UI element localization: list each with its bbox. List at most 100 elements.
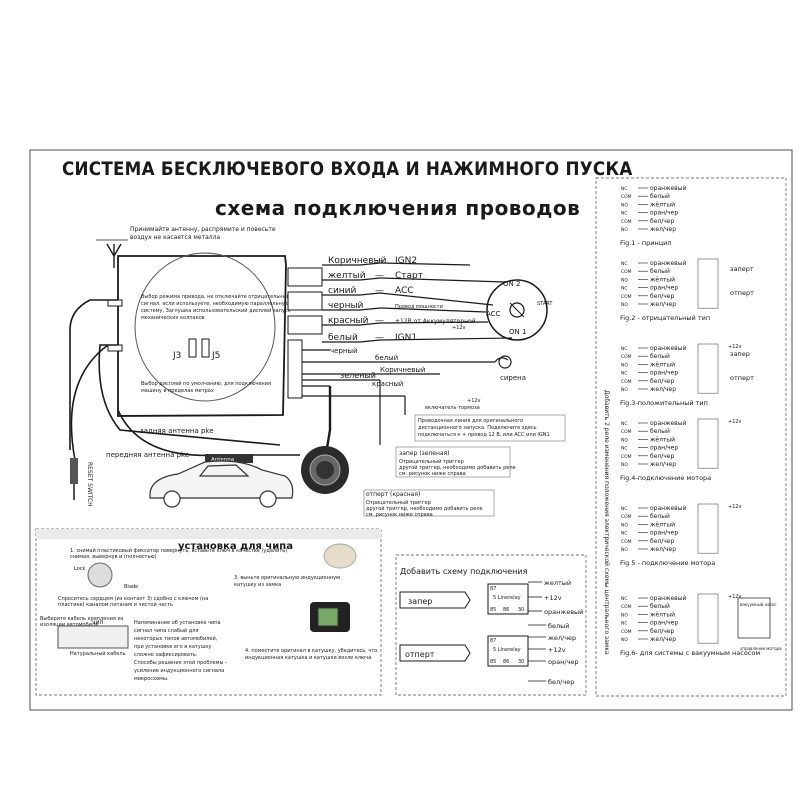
remote-start-note: Проводочная линия для оригинального дист…: [414, 414, 566, 442]
svg-text:Lock: Lock: [74, 566, 86, 572]
ign-start: START: [537, 301, 553, 307]
jumper-j5-label: J5: [211, 351, 220, 361]
relay-contact: COM: [621, 269, 632, 275]
ign-plus12: +12v: [452, 325, 466, 331]
relay-contact: COM: [621, 294, 632, 300]
antenna-icon: [96, 239, 128, 268]
pump-control-label: управление мотора: [740, 646, 782, 651]
relay-wire-color: оранжевый: [650, 420, 686, 427]
wire-target-label: IGN1: [395, 333, 417, 343]
relay-contact: NO: [621, 612, 628, 618]
wire-brown-lower: Коричневый: [380, 366, 425, 374]
relay-wire-label: бел/чер: [548, 678, 574, 686]
wire-line: [322, 262, 471, 266]
fig-lock-label: заперт: [730, 265, 754, 273]
relay-contact: COM: [621, 514, 632, 520]
fig-lock-label: запер: [730, 350, 750, 358]
relay-pin: 86: [503, 607, 509, 613]
relay-contact: NO: [621, 437, 628, 443]
relay-wire-color: белый: [650, 193, 670, 200]
relay-contact: NO: [621, 547, 628, 553]
relay-contact: COM: [621, 429, 632, 435]
relay-contact: NO: [621, 227, 628, 233]
relay-wire-color: белый: [650, 428, 670, 435]
relay-contact: NC: [621, 186, 628, 192]
relay-contact: NO: [621, 637, 628, 643]
relay-contact: COM: [621, 354, 632, 360]
relay-wire-color: жёлтый: [650, 436, 675, 443]
antenna-tag-icon: Antenna: [205, 454, 253, 463]
relay-wire-color: жел/чер: [650, 546, 676, 553]
svg-text:Проводочная линия для оригинал: Проводочная линия для оригинального дист…: [418, 418, 550, 438]
relay-contact: NC: [621, 346, 628, 352]
relay-wire-color: оранжевый: [650, 345, 686, 352]
relay-wire-color: жел/чер: [650, 301, 676, 308]
svg-text:Выберите кабель крепления из: Выберите кабель крепления из изоляции ав…: [40, 616, 125, 628]
wire-dash: —: [375, 286, 384, 296]
relay-wire-color: жел/чер: [650, 226, 676, 233]
svg-text:Напоминание об установке чипа: Напоминание об установке чипа сигнал чип…: [134, 620, 228, 682]
relay-wire-color: бел/чер: [650, 628, 674, 635]
relay-wire-color: бел/чер: [650, 218, 674, 225]
svg-text:отперт: отперт: [405, 650, 435, 659]
wire-target-label: Старт: [395, 271, 423, 281]
jumper-j3-label: J3: [172, 351, 181, 361]
svg-text:запер: запер: [408, 597, 432, 606]
svg-text:1. снимай пластиковый фиксатор: 1. снимай пластиковый фиксатор повернуть…: [70, 547, 289, 560]
wire-green-lower: зеленый: [340, 371, 376, 380]
relay-pin: 30: [518, 607, 524, 613]
relay-contact: NC: [621, 531, 628, 537]
relay-wire-label: желтый: [544, 579, 571, 587]
relay-contact: NC: [621, 446, 628, 452]
relay-wire-color: бел/чер: [650, 538, 674, 545]
siren-label: сирена: [500, 374, 526, 382]
chip-install-box: установка для чипа 1. снимай пластиковый…: [35, 528, 382, 696]
lock-trigger-note: запер (зеленая) Отрицательный триггер др…: [395, 446, 516, 478]
fig-caption: Fig 5 - подключение мотора: [620, 559, 715, 567]
relay-pin: 87: [490, 638, 496, 644]
relay-contact: NO: [621, 522, 628, 528]
relay-wire-color: оран/чер: [650, 285, 678, 292]
pump-label: вакуумный насос: [740, 602, 777, 607]
relay-wire-color: оран/чер: [650, 530, 678, 537]
relay-wire-label: оран/чер: [548, 658, 579, 666]
wire-color-label: желтый: [328, 271, 366, 281]
antenna-note: Принимайте антенну, распрямите и повесьт…: [130, 226, 277, 241]
relay-wire-label: +12v: [548, 646, 566, 654]
relay-wire-label: +12v: [544, 594, 562, 602]
front-antenna-label: передняя антенна pke: [106, 451, 189, 459]
fig-plus12: +12v: [728, 419, 742, 425]
svg-text:чип: чип: [92, 619, 103, 626]
wire-color-label: Коричневый: [328, 256, 387, 266]
relay-wire-color: жёлтый: [650, 361, 675, 368]
wire-white-lower: белый: [375, 354, 398, 362]
wire-target-label: +12В от Аккумуляторной: [395, 318, 476, 325]
wire-dash: —: [375, 316, 384, 326]
relay-wire-color: оран/чер: [650, 210, 678, 217]
svg-text:отперт (красная): отперт (красная): [366, 491, 420, 498]
relay-wire-color: оран/чер: [650, 370, 678, 377]
svg-text:запер (зеленая): запер (зеленая): [399, 450, 450, 457]
wire-target-label: Провод мощности: [395, 304, 443, 310]
relay-contact: COM: [621, 539, 632, 545]
right-panel: Добавить 2 реле изменения положения элек…: [595, 177, 787, 697]
wire-line: [322, 292, 494, 306]
relay-pin: 85: [490, 607, 496, 613]
svg-text:Натуральный кабель: Натуральный кабель: [70, 650, 126, 657]
svg-text:Blade: Blade: [124, 584, 138, 590]
relay-contact: NC: [621, 211, 628, 217]
relay-wire-color: жёлтый: [650, 521, 675, 528]
fig-caption: Fig.4-подключение мотора: [620, 474, 711, 482]
svg-text:Спроситесь сердцем (из контакт: Спроситесь сердцем (из контакт 3) сдобно…: [58, 596, 210, 608]
relay-contact: COM: [621, 379, 632, 385]
relay-wire-color: оранжевый: [650, 260, 686, 267]
wire-color-label: синий: [328, 286, 357, 296]
relay-wire-color: бел/чер: [650, 293, 674, 300]
rear-antenna-label: задняя антенна pke: [140, 427, 214, 435]
